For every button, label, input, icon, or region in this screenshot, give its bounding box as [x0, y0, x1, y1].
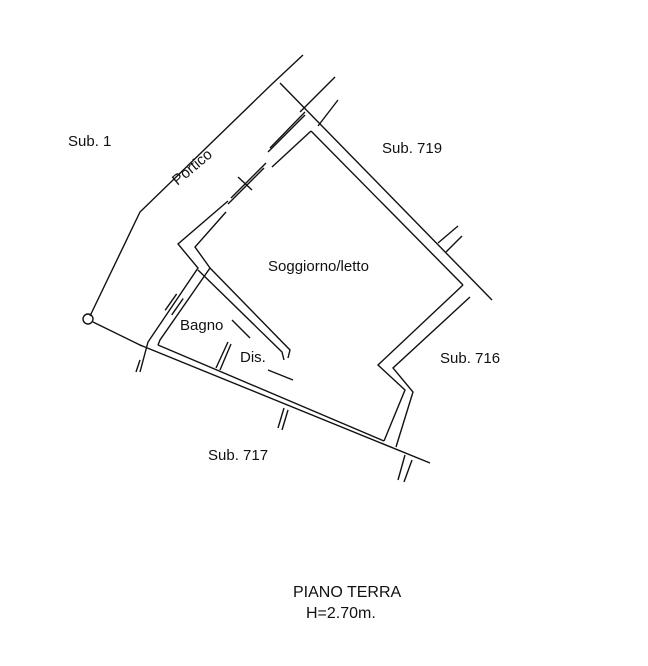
- wall-stub: [437, 225, 459, 244]
- wall-stub: [135, 359, 141, 373]
- label-bagno: Bagno: [180, 317, 224, 334]
- wall-nw-outer: [269, 111, 306, 149]
- label-sub-717: Sub. 717: [208, 447, 269, 464]
- wall-s-inner: [157, 344, 385, 442]
- wall-ne-inner: [310, 130, 464, 286]
- wall-stub: [281, 409, 289, 431]
- label-sub-719: Sub. 719: [382, 140, 443, 157]
- wall-stub: [445, 235, 463, 253]
- wall-nw-outer: [267, 114, 306, 153]
- wall-stub: [317, 99, 339, 127]
- portico-door: [227, 167, 265, 205]
- door-swing: [237, 176, 253, 191]
- portico-edge: [92, 321, 143, 347]
- wall-nw-inner: [271, 130, 312, 168]
- column-icon: [82, 313, 94, 325]
- door-swing: [231, 319, 251, 339]
- partition-bagno-dis: [219, 343, 232, 371]
- wall-stub: [299, 76, 336, 113]
- label-sub-1: Sub. 1: [68, 133, 112, 150]
- floor-title: PIANO TERRA: [293, 584, 402, 601]
- wall-ne-outer: [279, 82, 493, 301]
- label-sub-716: Sub. 716: [440, 350, 501, 367]
- height-note: H=2.70m.: [306, 605, 376, 622]
- portico-outline: [89, 54, 304, 317]
- wall-se-inner: [376, 284, 464, 442]
- label-dis: Dis.: [240, 349, 266, 366]
- partition-bagno-dis: [215, 341, 229, 369]
- wall-stub: [277, 407, 285, 429]
- portico-door: [230, 162, 267, 199]
- door-swing: [267, 369, 294, 381]
- wall-s-outer: [139, 344, 431, 464]
- wall-se-outer: [392, 296, 471, 448]
- partition: [197, 269, 285, 361]
- wall-stub: [397, 454, 406, 481]
- bagno-window: [171, 298, 184, 316]
- partition: [209, 267, 291, 359]
- wall-stub: [403, 459, 413, 483]
- label-soggiorno: Soggiorno/letto: [268, 258, 369, 275]
- wall-nw-outer-2: [139, 200, 229, 373]
- bagno-window: [164, 293, 178, 311]
